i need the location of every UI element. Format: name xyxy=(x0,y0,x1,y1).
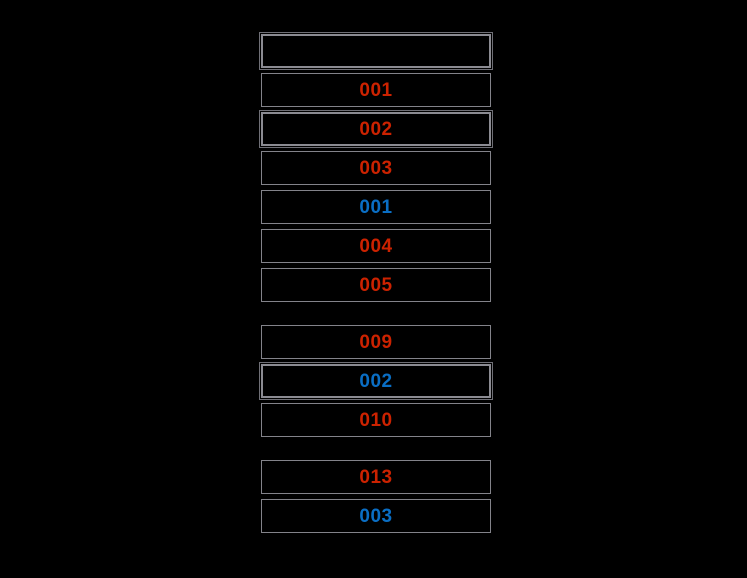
row-label: 002 xyxy=(359,370,393,392)
row[interactable]: 009 xyxy=(261,325,491,359)
row[interactable]: 005 xyxy=(261,268,491,302)
row-stack: 001 002 003 001 004 005 009 002 010 013 003 xyxy=(259,32,493,533)
row[interactable]: 001 xyxy=(261,73,491,107)
row[interactable]: 004 xyxy=(261,229,491,263)
row-label: 002 xyxy=(359,118,393,140)
row-group: 009 002 010 xyxy=(259,325,493,437)
row-group: 001 002 003 001 004 005 xyxy=(259,32,493,302)
row-selected[interactable]: 002 xyxy=(259,362,493,400)
row-label: 003 xyxy=(359,505,393,527)
row-label: 004 xyxy=(359,235,393,257)
row-label: 003 xyxy=(359,157,393,179)
row-label: 005 xyxy=(359,274,393,296)
row-label: 001 xyxy=(359,196,393,218)
row-label: 009 xyxy=(359,331,393,353)
row[interactable]: 013 xyxy=(261,460,491,494)
row[interactable]: 001 xyxy=(261,190,491,224)
row-label: 001 xyxy=(359,79,393,101)
row-group: 013 003 xyxy=(261,460,491,533)
row[interactable]: 003 xyxy=(261,151,491,185)
row-selected[interactable]: 002 xyxy=(259,110,493,148)
row[interactable]: 010 xyxy=(261,403,491,437)
row-label: 010 xyxy=(359,409,393,431)
row-selected[interactable] xyxy=(259,32,493,70)
row-label: 013 xyxy=(359,466,393,488)
row[interactable]: 003 xyxy=(261,499,491,533)
